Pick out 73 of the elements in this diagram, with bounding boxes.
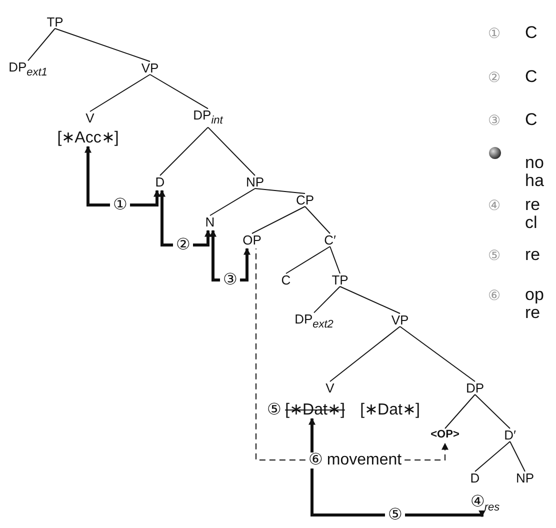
tree-node-label: D — [154, 174, 166, 190]
callout-label: ⑥ movement — [307, 452, 403, 468]
tree-branch — [330, 326, 400, 382]
tree-branch — [340, 286, 400, 314]
callout-number: ⑤ — [266, 402, 282, 418]
legend-text: C — [525, 24, 538, 42]
tree-branch — [208, 126, 256, 176]
callout-number: ③ — [488, 111, 501, 129]
tree-node-label: V — [324, 380, 336, 396]
tree-branch — [54, 28, 150, 62]
arrow — [308, 418, 316, 452]
tree-branch — [314, 286, 340, 314]
tree-node-label: V — [84, 110, 96, 126]
tree-branch — [28, 28, 56, 62]
tree-node-label: OP — [242, 232, 262, 248]
arrow — [158, 190, 173, 246]
tree-node-label: DP$_{int}$ — [192, 108, 224, 128]
arrow — [405, 510, 486, 518]
callout-number: ① — [488, 24, 501, 42]
arrow — [210, 230, 220, 282]
callout-number: ⑥ — [488, 286, 501, 304]
callout-number: ⑤ — [488, 246, 501, 264]
tree-node-label: NP — [514, 470, 536, 486]
tree-node-label: C — [280, 272, 292, 288]
arrow — [193, 230, 212, 246]
tree-node-label: DP — [464, 380, 486, 396]
legend-text: op re — [525, 286, 545, 322]
tree-branch — [252, 206, 306, 234]
tree-branch — [400, 326, 476, 382]
tree-node-label: CP — [294, 192, 316, 208]
tree-branch — [510, 441, 526, 472]
struck-feature-label: [∗Dat∗] — [284, 402, 346, 418]
callout-label: ④$_{res}$ — [469, 494, 501, 516]
tree-node-label: NP — [244, 174, 266, 190]
callout-label: ② — [175, 238, 191, 252]
tree-node-label: TP — [330, 272, 350, 288]
tree-branch — [444, 394, 476, 429]
callout-label: ① — [112, 198, 128, 212]
arrow — [84, 146, 110, 206]
legend-text: no ha — [525, 154, 545, 190]
tree-node-label: C′ — [323, 232, 337, 248]
tree-branch — [304, 206, 330, 234]
tree-branch — [286, 246, 330, 274]
tree-branch — [90, 74, 150, 112]
tree-node-label: D — [469, 470, 481, 486]
tree-node-label: DP$_{ext2}$ — [294, 312, 334, 332]
feature-label: [∗Dat∗] — [359, 402, 421, 418]
callout-number: ② — [488, 68, 501, 86]
tree-node-label: D′ — [503, 428, 517, 442]
tree-branch — [474, 394, 510, 429]
arrow — [240, 248, 250, 282]
tree-node-label: TP — [46, 14, 64, 30]
legend-text: C — [525, 68, 538, 86]
tree-node-label: VP — [140, 60, 160, 76]
arrow — [130, 190, 160, 206]
tree-node-label: DP$_{ext1}$ — [8, 60, 48, 80]
tree-node-label: VP — [390, 312, 410, 328]
tree-branch — [330, 246, 340, 274]
tree-branch — [210, 188, 256, 216]
dashed-arrow — [404, 442, 448, 460]
tree-node-label: N — [204, 214, 216, 230]
tree-node-label: <OP> — [430, 428, 460, 442]
feature-label: [∗Acc∗] — [56, 130, 120, 146]
tree-branch — [160, 126, 208, 176]
legend-text: re — [525, 246, 540, 264]
tree-branch — [254, 188, 306, 194]
callout-label: ⑤ — [387, 508, 403, 522]
legend-text: re cl — [525, 196, 542, 232]
legend-text: C — [525, 111, 538, 129]
tree-branch — [474, 441, 510, 472]
tree-branch — [150, 74, 208, 110]
callout-number: ④ — [488, 196, 501, 214]
callout-label: ③ — [222, 272, 238, 288]
